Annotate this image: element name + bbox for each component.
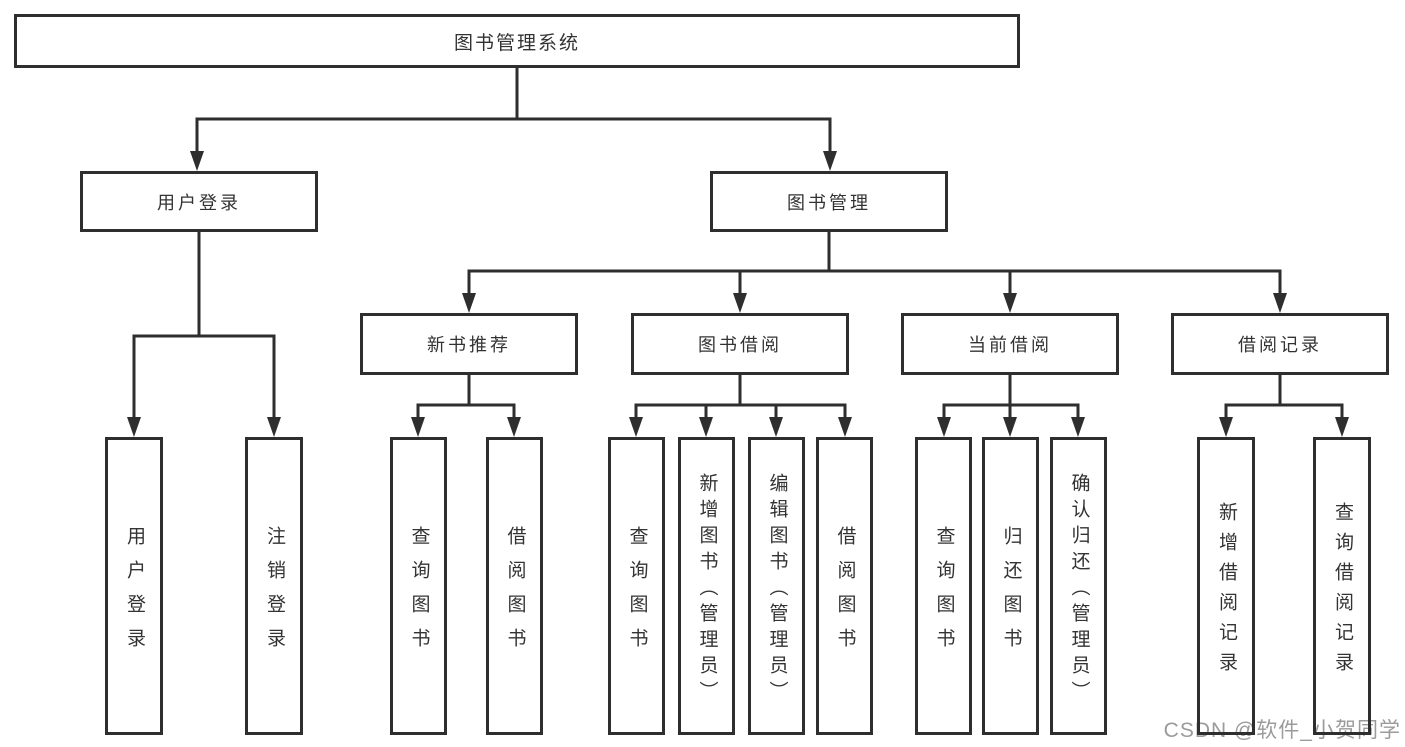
leaf-records-add-record-label: 新增借阅记录 — [1215, 501, 1237, 682]
arrowheads — [127, 151, 1349, 437]
node-book-borrow-label: 图书借阅 — [698, 335, 782, 355]
node-borrow-records: 借阅记录 — [1171, 313, 1389, 375]
leaf-logout-login: 注销登录 — [245, 437, 303, 735]
leaf-recommend-query-book: 查询图书 — [390, 437, 447, 735]
leaf-borrow-add-book-admin-label: 新增图书（管理员） — [696, 472, 718, 707]
leaf-borrow-add-book-admin: 新增图书（管理员） — [678, 437, 735, 735]
leaf-recommend-borrow-book: 借阅图书 — [486, 437, 543, 735]
node-new-book-recommend-label: 新书推荐 — [427, 335, 511, 355]
leaf-logout-login-label: 注销登录 — [263, 525, 285, 662]
leaf-borrow-edit-book-admin-label: 编辑图书（管理员） — [766, 472, 788, 707]
leaf-borrow-borrow-book-label: 借阅图书 — [834, 525, 856, 662]
node-book-borrow: 图书借阅 — [631, 313, 849, 375]
node-current-borrow-label: 当前借阅 — [968, 335, 1052, 355]
leaf-borrow-query-book: 查询图书 — [608, 437, 665, 735]
leaf-borrow-borrow-book: 借阅图书 — [816, 437, 873, 735]
leaf-records-query-record: 查询借阅记录 — [1313, 437, 1371, 735]
node-current-borrow: 当前借阅 — [901, 313, 1119, 375]
leaf-recommend-borrow-book-label: 借阅图书 — [504, 525, 526, 662]
leaf-user-login: 用户登录 — [105, 437, 163, 735]
leaf-current-return-book-label: 归还图书 — [1000, 525, 1022, 662]
leaf-current-query-book: 查询图书 — [915, 437, 972, 735]
node-borrow-records-label: 借阅记录 — [1238, 335, 1322, 355]
node-book-management-label: 图书管理 — [787, 192, 871, 213]
node-user-login-label: 用户登录 — [157, 192, 241, 213]
leaf-current-confirm-return-admin: 确认归还（管理员） — [1050, 437, 1107, 735]
leaf-recommend-query-book-label: 查询图书 — [408, 525, 430, 662]
leaf-records-add-record: 新增借阅记录 — [1197, 437, 1255, 735]
node-book-management: 图书管理 — [710, 171, 948, 232]
leaf-current-confirm-return-admin-label: 确认归还（管理员） — [1068, 472, 1090, 707]
node-new-book-recommend: 新书推荐 — [360, 313, 578, 375]
node-root: 图书管理系统 — [14, 14, 1020, 68]
node-user-login: 用户登录 — [80, 171, 318, 232]
leaf-current-query-book-label: 查询图书 — [933, 525, 955, 662]
leaf-borrow-edit-book-admin: 编辑图书（管理员） — [748, 437, 805, 735]
leaf-current-return-book: 归还图书 — [982, 437, 1039, 735]
leaf-records-query-record-label: 查询借阅记录 — [1331, 501, 1353, 682]
leaf-borrow-query-book-label: 查询图书 — [626, 525, 648, 662]
node-root-label: 图书管理系统 — [453, 32, 580, 54]
leaf-user-login-label: 用户登录 — [123, 525, 145, 662]
csdn-watermark: CSDN @软件_小贺同学 — [1163, 719, 1401, 742]
